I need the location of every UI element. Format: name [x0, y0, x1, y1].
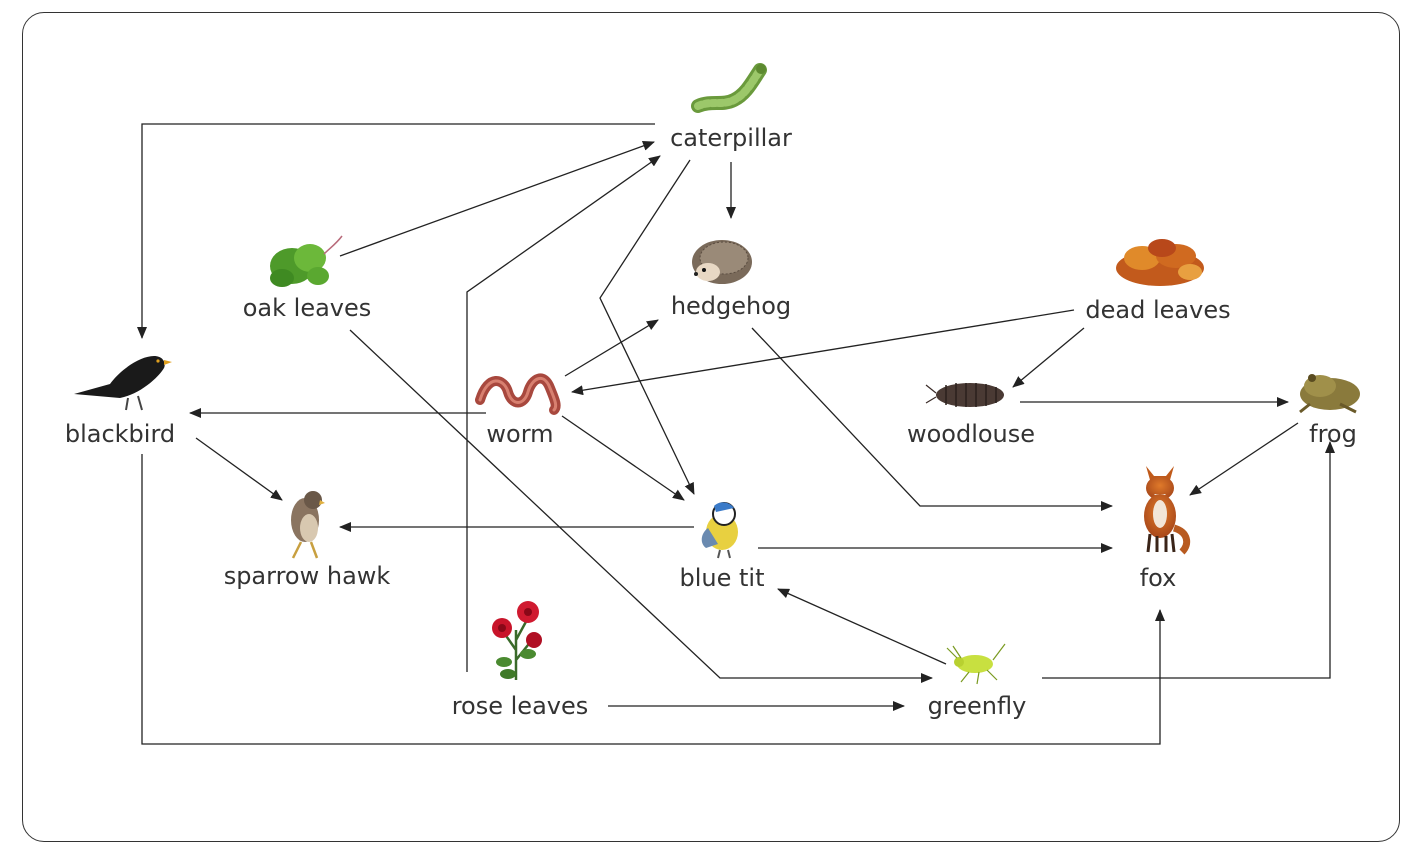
labels-layer: caterpillar oak leaves hedgehog dead lea…	[65, 124, 1357, 720]
label-blue-tit: blue tit	[680, 564, 765, 592]
link-oakleaves-caterpillar	[339, 141, 655, 257]
fox-icon	[1144, 466, 1191, 555]
link-caterpillar-blackbird	[137, 123, 655, 339]
hedgehog-icon	[692, 240, 752, 284]
label-worm: worm	[486, 420, 553, 448]
link-greenfly-bluetit	[777, 588, 947, 665]
link-worm-bluetit	[561, 415, 685, 501]
label-fox: fox	[1140, 564, 1177, 592]
link-roseleaves-caterpillar	[466, 155, 661, 672]
label-blackbird: blackbird	[65, 420, 175, 448]
food-web-diagram: caterpillar oak leaves hedgehog dead lea…	[65, 63, 1360, 745]
label-rose-leaves: rose leaves	[452, 692, 589, 720]
label-greenfly: greenfly	[928, 692, 1027, 720]
link-blackbird-fox	[141, 454, 1165, 745]
caterpillar-icon	[691, 63, 767, 113]
link-greenfly-frog	[1042, 441, 1335, 679]
link-caterpillar-bluetit	[599, 159, 695, 495]
blackbird-icon	[74, 356, 172, 411]
blue-tit-icon	[701, 502, 738, 559]
label-dead-leaves: dead leaves	[1085, 296, 1230, 324]
frog-icon	[1299, 374, 1360, 414]
link-worm-hedgehog	[564, 319, 659, 377]
link-deadleaves-woodlouse	[1012, 327, 1085, 388]
link-blackbird-sparrowhawk	[195, 437, 283, 501]
greenfly-icon	[946, 643, 1006, 685]
arrows-layer	[137, 123, 1335, 745]
diagram-frame	[22, 12, 1400, 842]
sparrow-hawk-icon	[291, 491, 325, 559]
label-oak-leaves: oak leaves	[243, 294, 372, 322]
label-frog: frog	[1309, 420, 1357, 448]
oak-leaf-icon	[270, 235, 343, 287]
link-frog-fox	[1189, 422, 1299, 496]
label-woodlouse: woodlouse	[907, 420, 1035, 448]
label-hedgehog: hedgehog	[671, 292, 791, 320]
link-oakleaves-greenfly	[349, 329, 933, 683]
label-sparrow-hawk: sparrow hawk	[224, 562, 391, 590]
link-hedgehog-fox	[751, 327, 1113, 511]
link-deadleaves-worm	[571, 309, 1075, 396]
rose-icon	[492, 601, 542, 680]
dead-leaves-icon	[1116, 239, 1204, 286]
worm-icon	[475, 373, 561, 415]
woodlouse-icon	[925, 383, 1004, 407]
label-caterpillar: caterpillar	[670, 124, 792, 152]
